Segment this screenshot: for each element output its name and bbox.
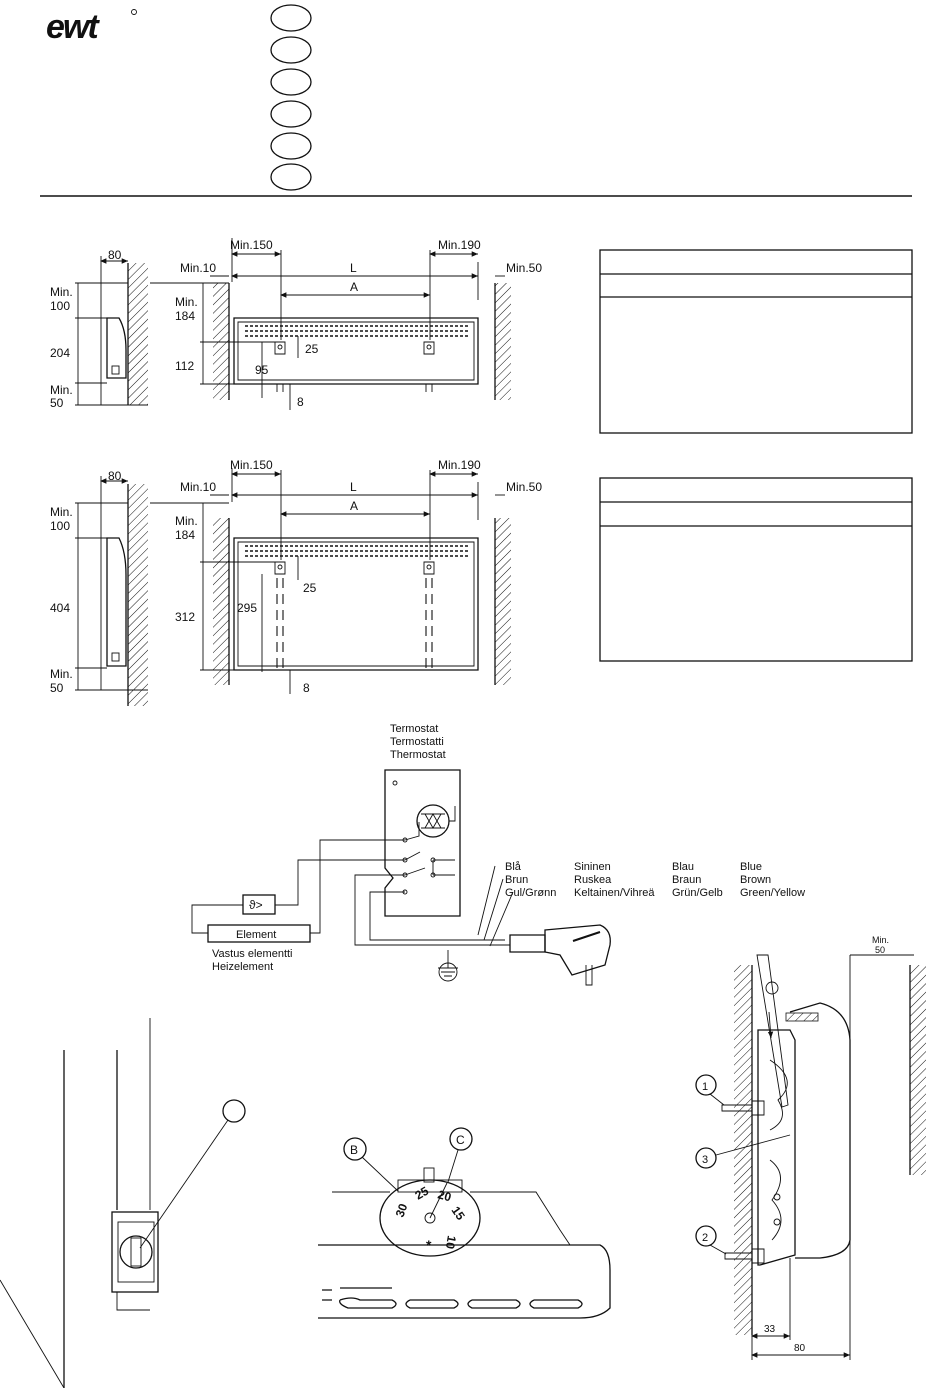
- dim-L: L: [350, 261, 357, 275]
- callout-1: [695, 1074, 717, 1096]
- dim-33: 33: [764, 1324, 776, 1335]
- dim-8: 8: [297, 395, 304, 409]
- min-10: Min.10: [180, 261, 216, 275]
- dim-312: 312: [175, 610, 195, 624]
- side-min-value-b: 100: [50, 519, 70, 533]
- figure-bottom-front-view: Min.150 Min.190 Min.10 Min.50 L A Min. 1…: [150, 458, 542, 695]
- scale-25: 25: [413, 1184, 432, 1203]
- callout-2: [695, 1225, 717, 1247]
- side-min-bottom-label-b: Min.: [50, 667, 73, 681]
- side-min-bottom-value: 50: [50, 396, 64, 410]
- wire-de-blue: Blau: [672, 861, 694, 873]
- wiring-diagram: Termostat Termostatti Thermostat ϑ> Elem…: [191, 723, 805, 986]
- mount-min-value: 50: [875, 945, 885, 955]
- scale-frost: *: [426, 1237, 432, 1253]
- callout-3-label: 3: [702, 1154, 708, 1166]
- wire-de-green: Grün/Gelb: [672, 887, 723, 899]
- dim-A: A: [350, 280, 358, 294]
- language-circles: [270, 4, 312, 191]
- min-190: Min.190: [438, 238, 481, 252]
- figure-top-side-view: 80 Min. 100 204 Min. 50: [50, 248, 148, 410]
- side-min-value: 100: [50, 299, 70, 313]
- switch-knob: [119, 1235, 153, 1269]
- min-184-label-b: Min.: [175, 514, 198, 528]
- element-label-de: Heizelement: [212, 961, 273, 973]
- wire-fi-green: Keltainen/Vihreä: [574, 887, 655, 899]
- thermostat-label-fi: Termostatti: [390, 736, 444, 748]
- callout-c-label: C: [456, 1133, 465, 1147]
- min-50: Min.50: [506, 261, 542, 275]
- logo-text: ewt: [46, 8, 100, 46]
- callout-1-label: 1: [702, 1081, 708, 1093]
- side-width-80: 80: [108, 248, 122, 262]
- callout-a: [222, 1099, 246, 1123]
- min-184-value: 184: [175, 309, 195, 323]
- logo: ewt: [46, 8, 137, 46]
- min-190-b: Min.190: [438, 458, 481, 472]
- figure-bottom-side-view: 80 Min. 100 404 Min. 50: [50, 469, 148, 706]
- dim-112: 112: [175, 359, 194, 373]
- mount-min-label: Min.: [872, 935, 889, 945]
- dim-80: 80: [794, 1343, 806, 1354]
- callout-c: [449, 1127, 473, 1151]
- figure-top-front-view: Min.150 Min.190 Min.10 Min.50 L A Min. 1…: [150, 238, 542, 410]
- callout-3: [695, 1147, 717, 1169]
- scale-15: 15: [449, 1204, 468, 1223]
- callout-2-label: 2: [702, 1232, 708, 1244]
- wire-de-brown: Braun: [672, 874, 701, 886]
- min-184-value-b: 184: [175, 528, 195, 542]
- limiter-symbol: ϑ>: [249, 898, 263, 912]
- element-label-fi: Vastus elementti: [212, 948, 293, 960]
- spec-table-top: [599, 249, 913, 434]
- dim-8-b: 8: [303, 681, 310, 695]
- side-min-label: Min.: [50, 285, 73, 299]
- side-min-bottom-label: Min.: [50, 383, 73, 397]
- scale-30: 30: [393, 1201, 411, 1219]
- side-width-80-b: 80: [108, 469, 122, 483]
- dim-295: 295: [237, 601, 257, 615]
- dim-L-b: L: [350, 480, 357, 494]
- knob-detail: 30 25 20 15 10 * B C: [318, 1127, 611, 1319]
- wire-se-brown: Brun: [505, 874, 528, 886]
- side-min-bottom-value-b: 50: [50, 681, 64, 695]
- plug: [509, 934, 546, 953]
- dim-25-b: 25: [303, 581, 317, 595]
- scale-20: 20: [436, 1187, 453, 1204]
- spec-table-bottom: [599, 477, 913, 662]
- wire-en-green: Green/Yellow: [740, 887, 805, 899]
- dim-95: 95: [255, 363, 269, 377]
- dim-25: 25: [305, 342, 319, 356]
- thermostat-label-se: Termostat: [390, 723, 438, 735]
- min-150-b: Min.150: [230, 458, 273, 472]
- side-height: 204: [50, 346, 70, 360]
- wire-se-green: Gul/Grønn: [505, 887, 556, 899]
- switch-detail: [0, 1018, 246, 1388]
- element-label: Element: [236, 929, 276, 941]
- side-height-b: 404: [50, 601, 70, 615]
- callout-b-label: B: [350, 1143, 358, 1157]
- scale-10: 10: [443, 1234, 459, 1250]
- wire-fi-blue: Sininen: [574, 861, 611, 873]
- callout-b: [343, 1137, 367, 1161]
- element-box: [207, 924, 311, 943]
- wire-en-blue: Blue: [740, 861, 762, 873]
- min-50-b: Min.50: [506, 480, 542, 494]
- side-min-label-b: Min.: [50, 505, 73, 519]
- wire-fi-brown: Ruskea: [574, 874, 612, 886]
- mounting-detail: Min. 50 1 2 3 33 80: [695, 935, 926, 1360]
- thermostat-label-en: Thermostat: [390, 749, 446, 761]
- min-10-b: Min.10: [180, 480, 216, 494]
- triac-symbol: [416, 804, 450, 838]
- wire-se-blue: Blå: [505, 861, 522, 873]
- min-184-label: Min.: [175, 295, 198, 309]
- limiter-box: [242, 894, 276, 915]
- min-150: Min.150: [230, 238, 273, 252]
- dim-A-b: A: [350, 499, 358, 513]
- thermostat-box: [384, 769, 461, 917]
- wire-en-brown: Brown: [740, 874, 771, 886]
